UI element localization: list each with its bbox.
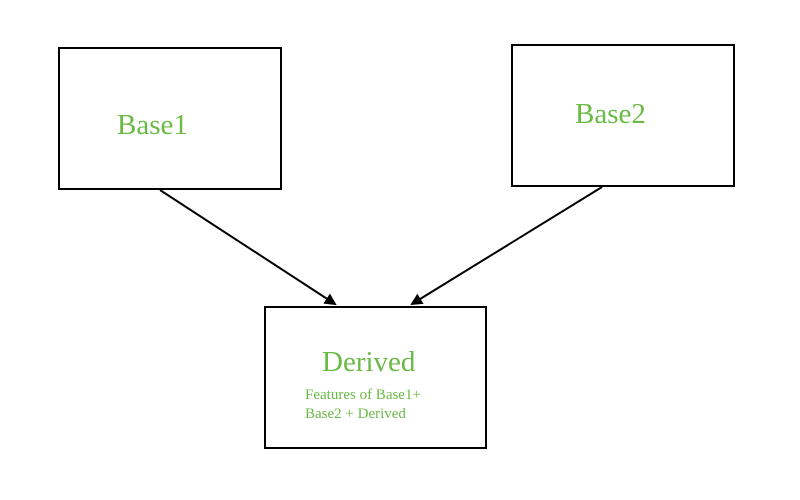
- node-derived-description-line: Base2 + Derived: [305, 406, 406, 422]
- edge-base2-to-derived: [410, 186, 603, 306]
- node-base2-title: Base2: [575, 98, 646, 130]
- node-derived-title: Derived: [322, 346, 416, 378]
- node-base1-title: Base1: [117, 109, 188, 141]
- node-base2: Base2: [511, 44, 735, 187]
- node-derived-description-line: Features of Base1+: [305, 387, 421, 403]
- node-derived-description: Features of Base1+ Base2 + Derived: [305, 386, 475, 424]
- node-derived: Derived Features of Base1+ Base2 + Deriv…: [264, 306, 487, 449]
- edge-base1-to-derived: [159, 189, 337, 306]
- node-base1: Base1: [58, 47, 282, 190]
